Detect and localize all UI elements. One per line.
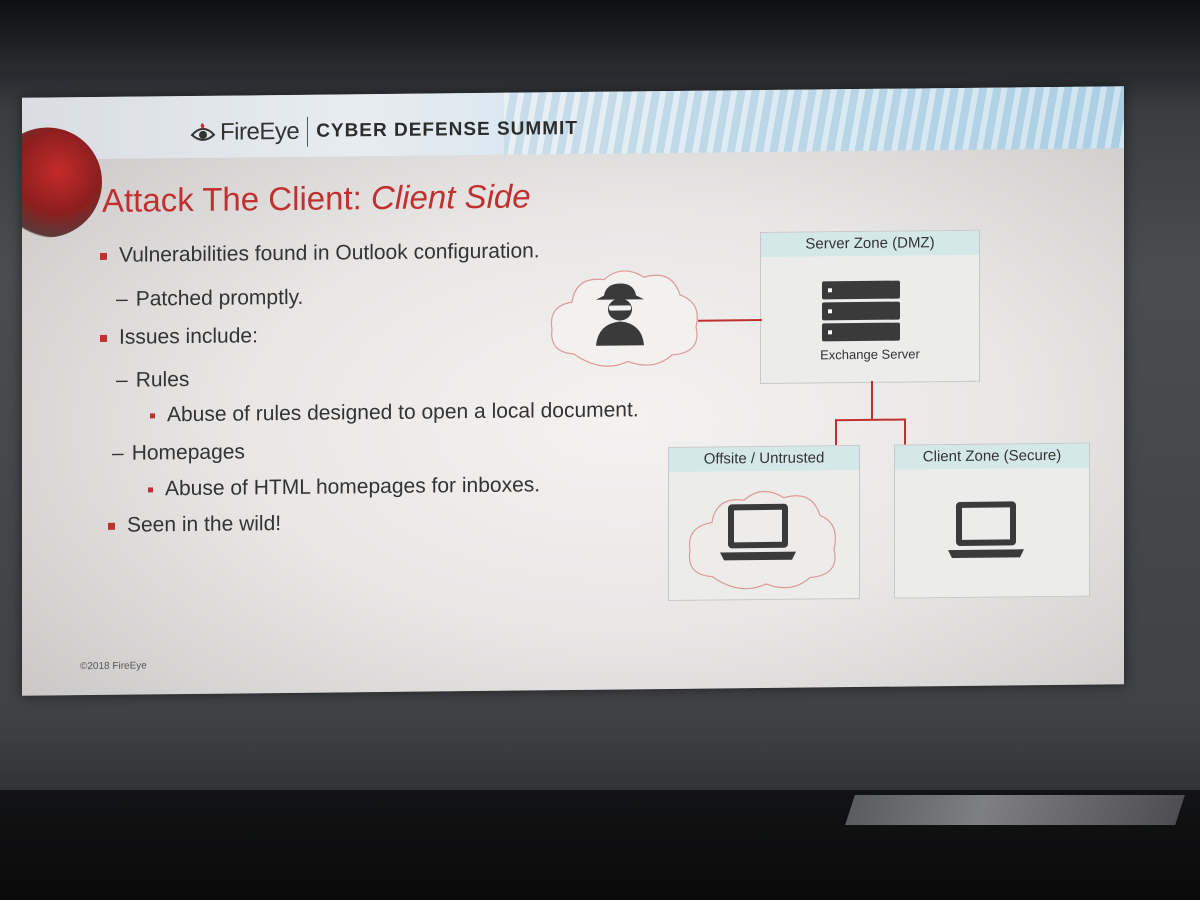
bullet-marker: [148, 487, 153, 493]
bullet-text: Vulnerabilities found in Outlook configu…: [119, 239, 540, 267]
event-name: CYBER DEFENSE SUMMIT: [316, 117, 578, 142]
fireeye-logo-icon: [190, 122, 216, 141]
bullet-text: Rules: [135, 368, 190, 392]
branch-link: [835, 418, 906, 422]
event-logo: FireEye CYBER DEFENSE SUMMIT: [190, 114, 578, 148]
laptop-icon: [720, 503, 796, 561]
bullet-marker: [150, 413, 155, 419]
laptop-icon: [948, 501, 1024, 559]
exchange-server-label: Exchange Server: [820, 346, 920, 363]
bullet-item: Seen in the wild!: [108, 512, 282, 537]
title-main: Attack The Client:: [102, 179, 372, 219]
dash-marker: –: [112, 441, 124, 465]
dash-marker: –: [116, 287, 128, 311]
bullet-item: –Rules: [116, 368, 190, 392]
bullet-marker: [100, 252, 107, 260]
hacker-icon: [596, 283, 644, 346]
room-ceiling: [0, 0, 1200, 70]
bullet-text: Patched promptly.: [135, 285, 304, 311]
bullet-item: Abuse of rules designed to open a local …: [150, 398, 639, 427]
client-zone-label: Client Zone (Secure): [895, 443, 1089, 470]
bullet-item: Issues include:: [100, 324, 258, 349]
bullet-item: –Patched promptly.: [116, 285, 304, 311]
bullet-marker: [100, 334, 107, 342]
server-zone-label: Server Zone (DMZ): [761, 230, 979, 258]
bullet-marker: [108, 522, 115, 530]
banner-decoration: [504, 86, 1124, 155]
bullet-item: Vulnerabilities found in Outlook configu…: [100, 239, 540, 267]
offsite-link: [835, 419, 837, 446]
bullet-item: Abuse of HTML homepages for inboxes.: [148, 473, 541, 501]
offsite-zone-label: Offsite / Untrusted: [669, 446, 859, 472]
server-down-link: [871, 380, 873, 419]
client-link: [904, 418, 906, 445]
bullet-text: Seen in the wild!: [127, 512, 282, 537]
bullet-text: Issues include:: [119, 324, 258, 349]
bullet-text: Abuse of HTML homepages for inboxes.: [165, 473, 541, 501]
bullet-text: Abuse of rules designed to open a local …: [167, 398, 639, 427]
slide-footer: ©2018 FireEye: [80, 660, 147, 673]
logo-divider: [307, 116, 309, 147]
server-rack-icon: [822, 280, 900, 342]
projected-slide: FireEye CYBER DEFENSE SUMMIT Attack The …: [22, 86, 1124, 696]
logo-text: FireEye: [220, 117, 300, 146]
attacker-server-link: [698, 319, 762, 322]
dash-marker: –: [116, 368, 128, 392]
stage-equipment: [845, 795, 1185, 825]
slide-title: Attack The Client: Client Side: [102, 177, 531, 219]
bullet-item: –Homepages: [112, 440, 245, 465]
title-italic: Client Side: [371, 177, 531, 217]
bullet-text: Homepages: [131, 440, 245, 465]
